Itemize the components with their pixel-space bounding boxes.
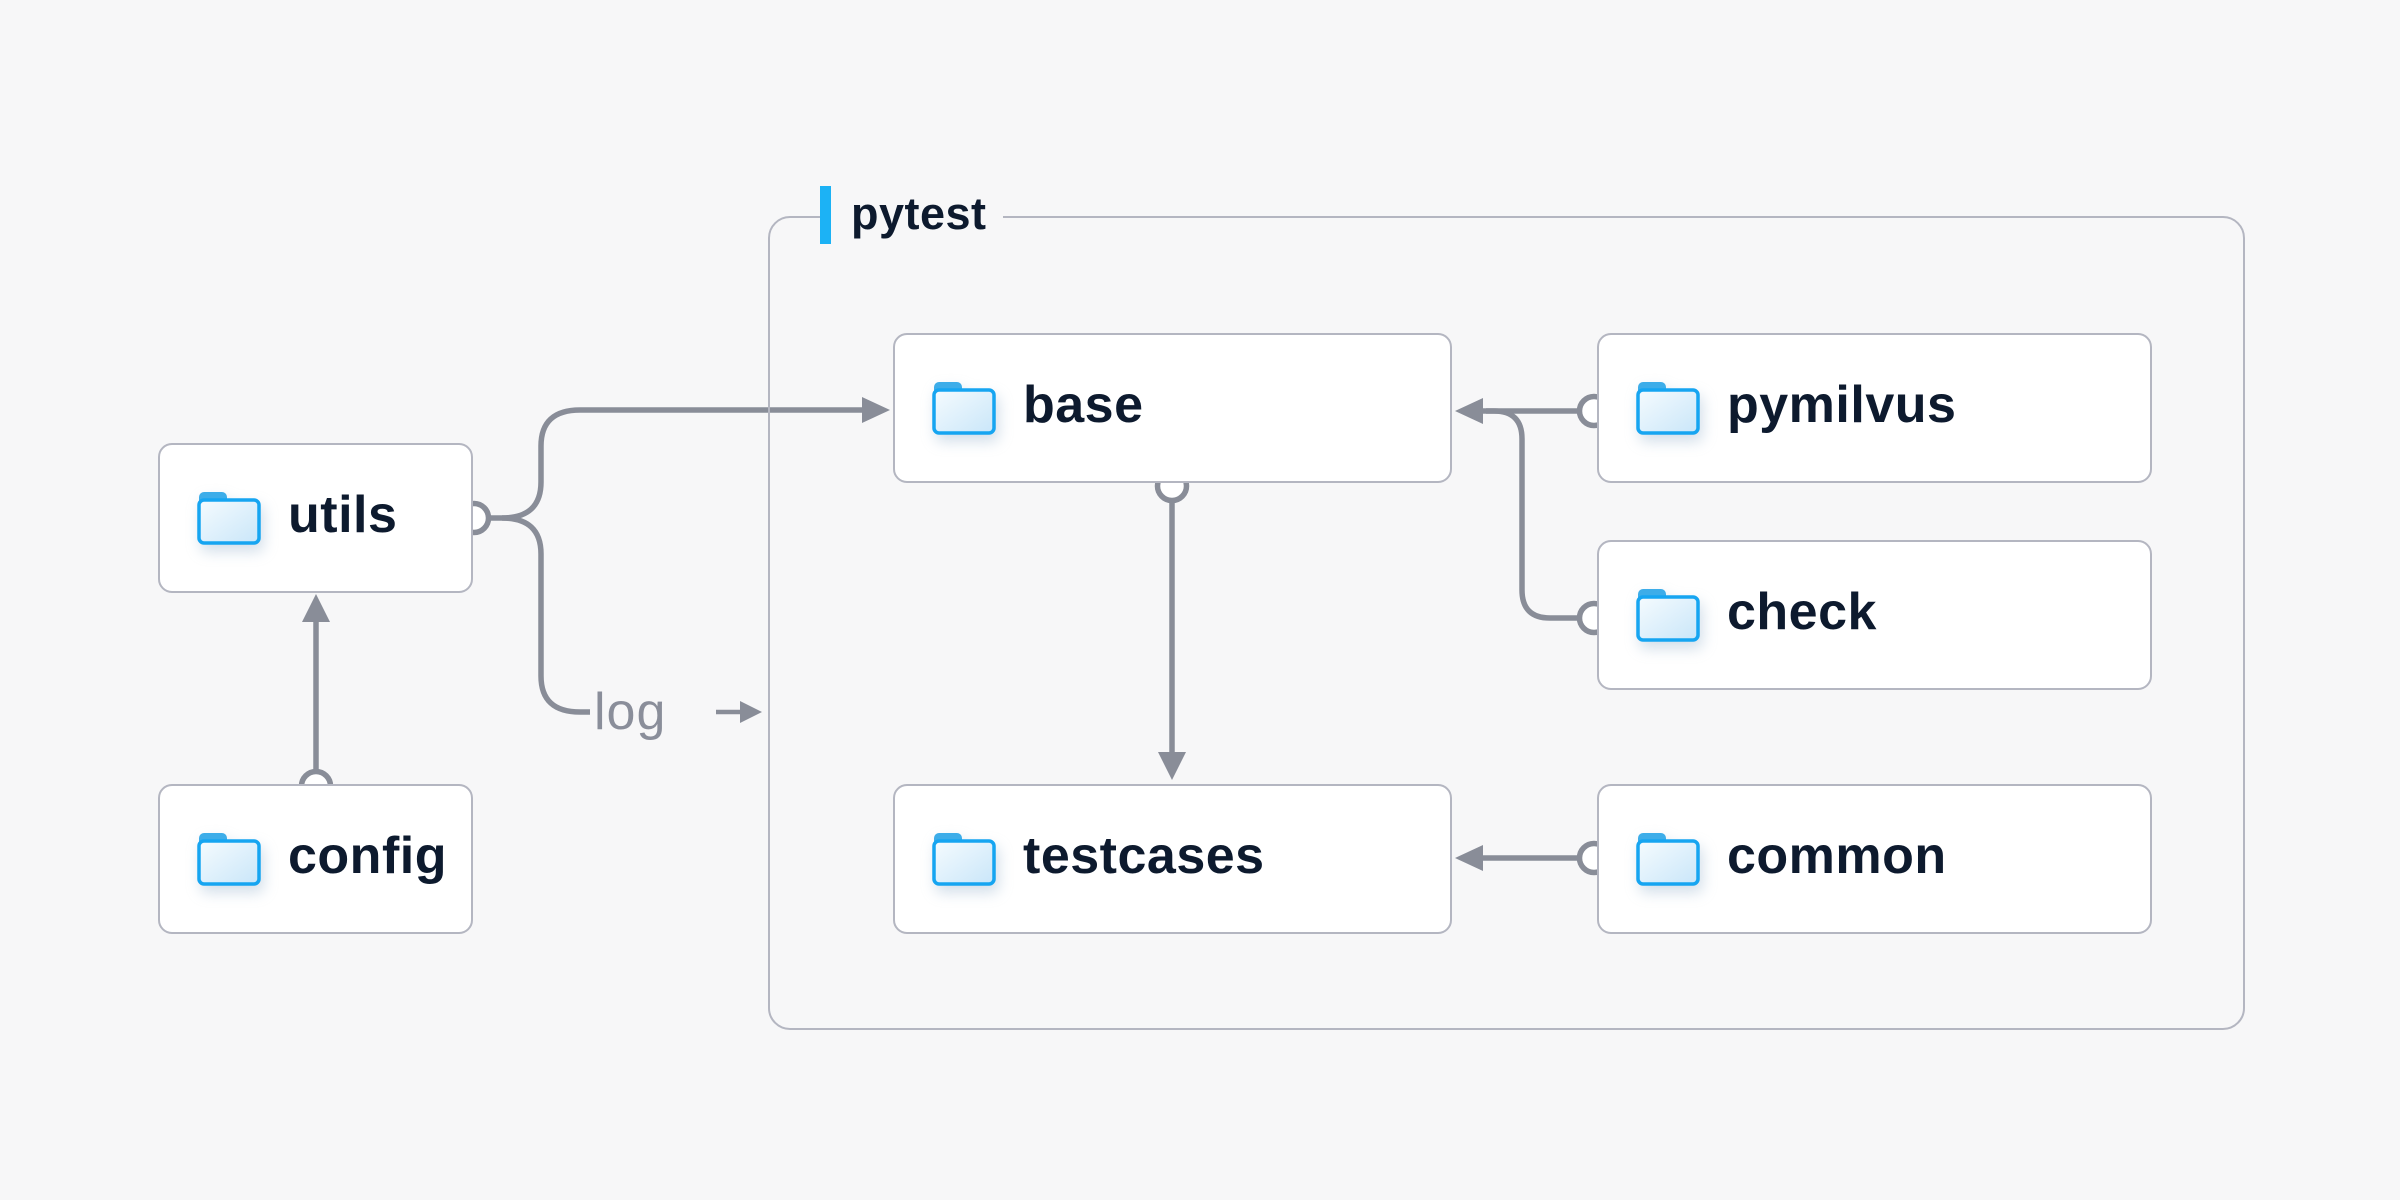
node-label: pymilvus: [1727, 376, 1957, 434]
node-label: check: [1727, 583, 1877, 641]
folder-icon: [197, 833, 261, 886]
node-pymilvus: pymilvus: [1597, 333, 2152, 483]
node-testcases: testcases: [893, 784, 1452, 934]
pytest-container-label: pytest: [820, 184, 1003, 246]
node-label: config: [288, 827, 447, 885]
pytest-container-title: pytest: [851, 187, 987, 239]
pytest-container: [768, 216, 2245, 1030]
folder-icon: [1636, 382, 1700, 435]
node-common: common: [1597, 784, 2152, 934]
folder-icon: [1636, 589, 1700, 642]
edge-base-testcases: [1154, 468, 1190, 780]
edge-utils-log: [501, 515, 762, 723]
node-label: common: [1727, 827, 1947, 885]
node-label: testcases: [1023, 827, 1265, 885]
node-check: check: [1597, 540, 2152, 690]
node-base: base: [893, 333, 1452, 483]
edge-config-utils: [298, 594, 334, 804]
node-label: utils: [288, 486, 398, 544]
node-config: config: [158, 784, 473, 934]
node-label: base: [1023, 376, 1144, 434]
folder-icon: [197, 492, 261, 545]
folder-icon: [932, 833, 996, 886]
accent-bar: [820, 186, 831, 244]
node-utils: utils: [158, 443, 473, 593]
folder-icon: [1636, 833, 1700, 886]
edge-label-log: log: [594, 683, 667, 741]
folder-icon: [932, 382, 996, 435]
